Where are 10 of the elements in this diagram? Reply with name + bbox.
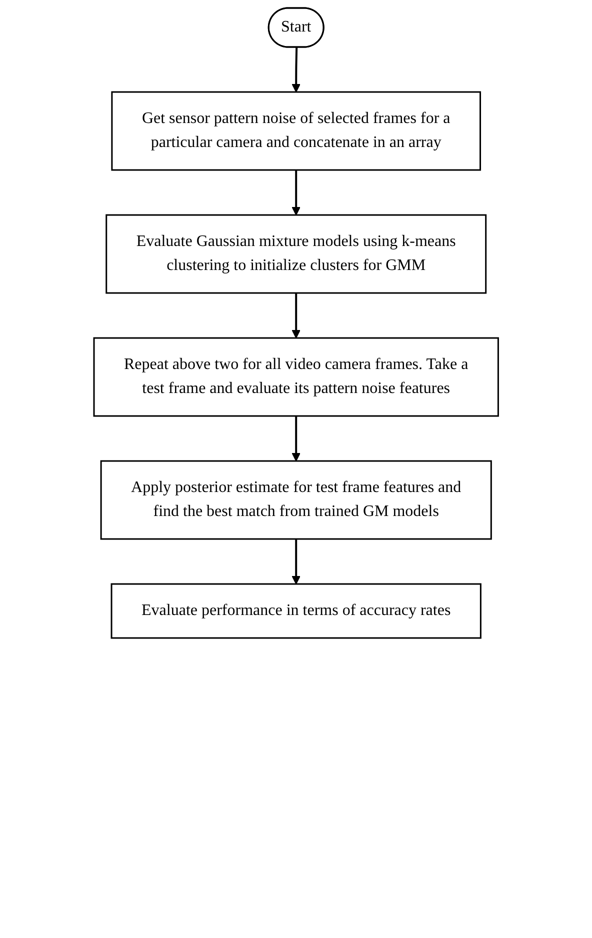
node-box: Evaluate Gaussian mixture models using k-means clustering to initialize clusters for GMM <box>106 214 486 294</box>
node-box: Repeat above two for all video camera frames. Take a test frame and evaluate its pattern noise features <box>93 337 499 417</box>
arrow <box>292 539 300 584</box>
arrow <box>292 416 300 462</box>
arrow <box>292 170 300 216</box>
node-box: Apply posterior estimate for test frame features and find the best match from trained GM models <box>100 460 492 540</box>
node-box: Evaluate performance in terms of accuracy rates <box>110 583 482 639</box>
arrow <box>292 293 300 338</box>
arrow <box>292 47 300 92</box>
node-box: Get sensor pattern noise of selected frames for a particular camera and concatenate in an array <box>111 91 481 171</box>
